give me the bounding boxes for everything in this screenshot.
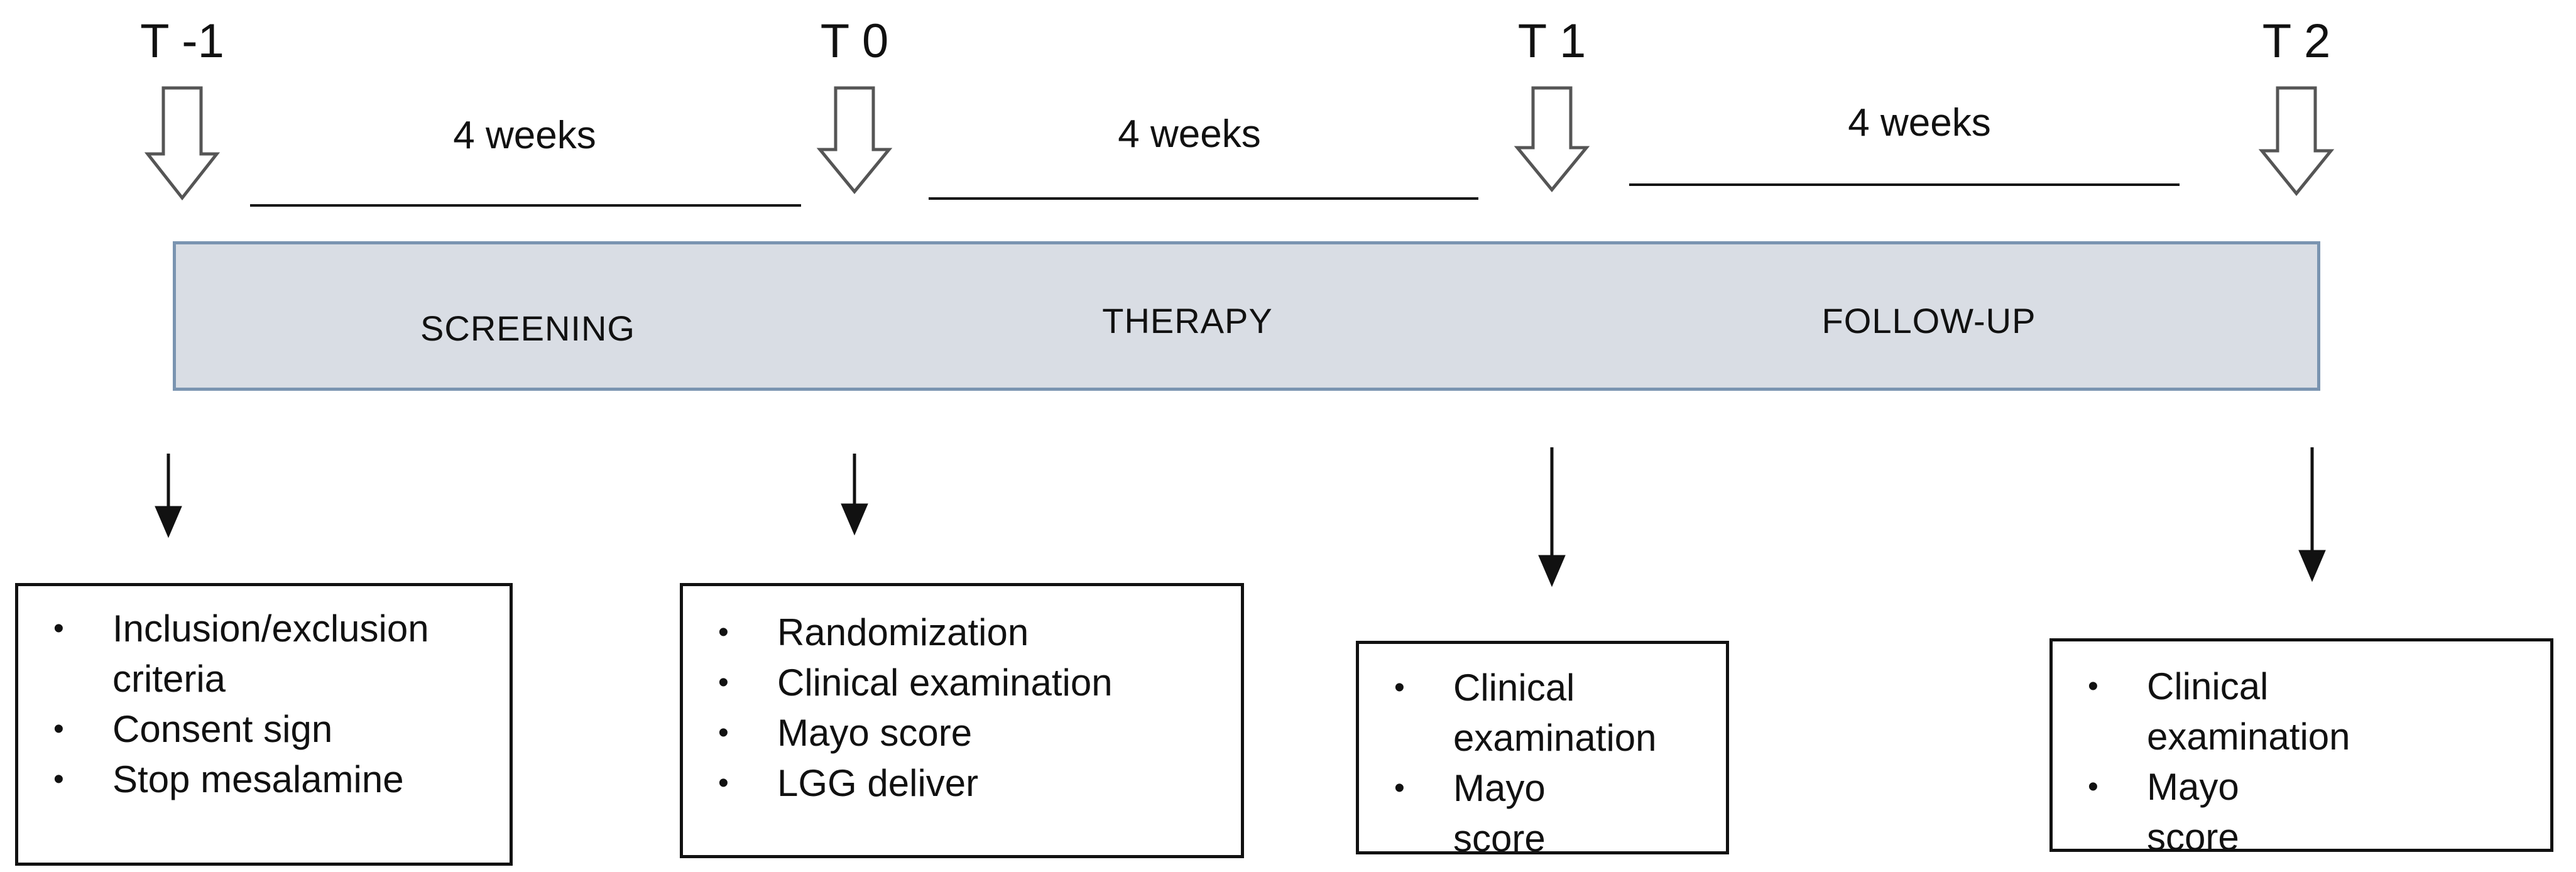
- down-arrow-icon: [155, 506, 182, 538]
- phase-label-screening: SCREENING: [420, 308, 635, 348]
- duration-label-screening: 4 weeks: [453, 114, 596, 157]
- down-arrow-icon: [2298, 550, 2326, 582]
- hollow-down-arrow-icon: [816, 86, 893, 194]
- follow-up-t1-task-box: Clinical examination Mayo score: [1356, 641, 1729, 859]
- list-item: Mayo score: [683, 708, 1241, 758]
- list-item: LGG deliver: [683, 758, 1241, 809]
- list-item: Randomization: [683, 608, 1241, 658]
- duration-line-screening: [250, 204, 801, 207]
- hollow-down-arrow-icon: [1514, 86, 1590, 192]
- follow-up-t2-task-box: Clinical examination Mayo score: [2049, 638, 2553, 858]
- hollow-down-arrow-icon: [144, 86, 221, 201]
- phase-label-follow-up: FOLLOW-UP: [1821, 301, 2036, 341]
- phase-label-therapy: THERAPY: [1102, 301, 1273, 341]
- timepoint-label-t-minus-1: T -1: [140, 14, 224, 68]
- duration-label-therapy: 4 weeks: [1118, 112, 1261, 156]
- duration-label-follow-up: 4 weeks: [1848, 101, 1991, 144]
- list-item: Mayo score: [2053, 762, 2348, 863]
- list-item: Clinical examination: [2053, 662, 2350, 762]
- list-item: Mayo score: [1359, 763, 1648, 864]
- screening-task-box: Inclusion/exclusion criteria Consent sig…: [15, 583, 513, 866]
- hollow-down-arrow-icon: [2258, 86, 2335, 196]
- phase-bar: [173, 241, 2320, 391]
- list-item: Stop mesalamine: [18, 755, 510, 805]
- timepoint-label-t2: T 2: [2262, 14, 2331, 68]
- down-arrow-icon: [841, 503, 868, 536]
- list-item: Clinical examination: [683, 658, 1241, 708]
- list-item: Inclusion/exclusion criteria: [18, 604, 510, 704]
- therapy-task-box: Randomization Clinical examination Mayo …: [680, 583, 1244, 858]
- duration-line-therapy: [929, 197, 1478, 200]
- list-item: Consent sign: [18, 704, 510, 755]
- timepoint-label-t0: T 0: [820, 14, 889, 68]
- down-arrow-icon: [1538, 555, 1566, 587]
- duration-line-follow-up: [1629, 183, 2180, 186]
- timepoint-label-t1: T 1: [1517, 14, 1586, 68]
- list-item: Clinical examination: [1359, 663, 1657, 763]
